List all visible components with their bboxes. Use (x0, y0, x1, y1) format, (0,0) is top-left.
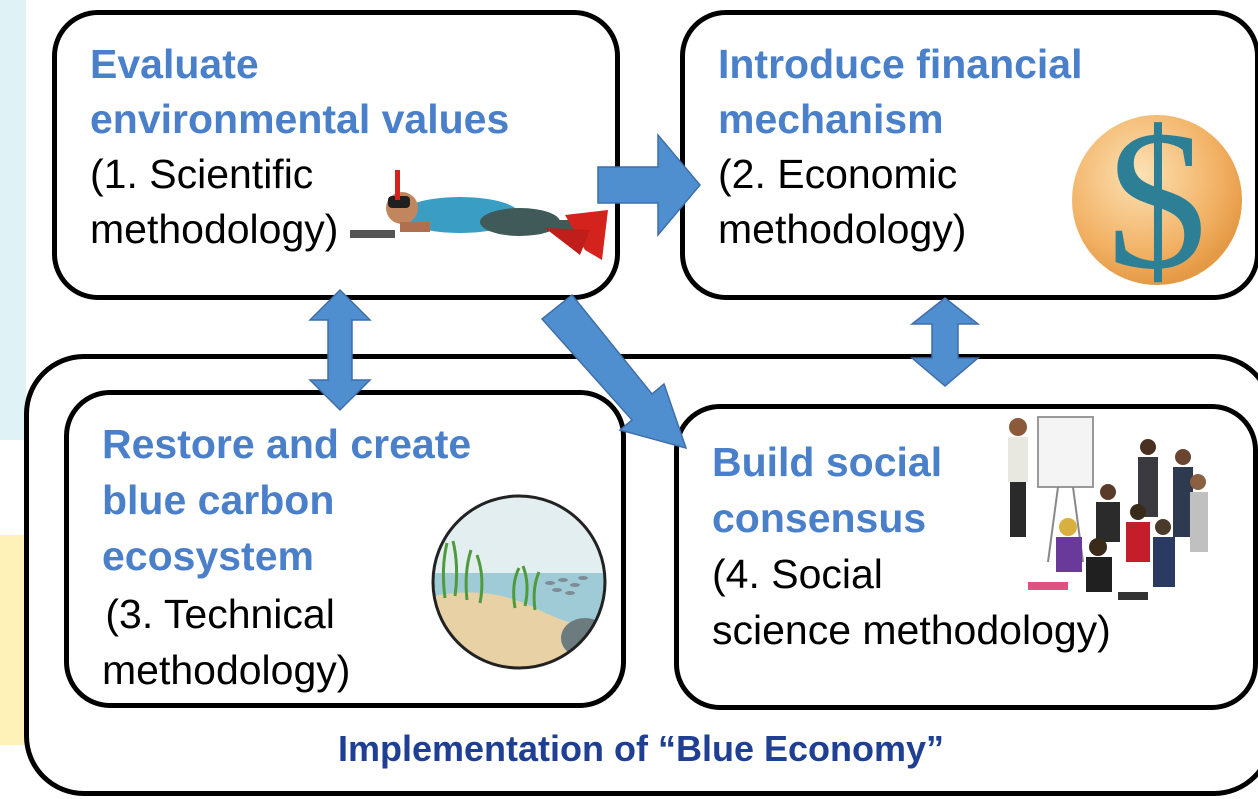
left-edge-yellow-strip (0, 535, 26, 745)
box3-sub-line1: (3. Technical (94, 591, 335, 637)
box3-title-line3: ecosystem (102, 533, 314, 579)
box3-title-line1: Restore and create (102, 421, 472, 467)
blue-economy-label: Implementation of “Blue Economy” (337, 728, 945, 769)
diver-icon (350, 170, 608, 260)
box2-sub-line2: methodology) (718, 206, 967, 252)
arrow-finance-consensus-bidirectional (909, 297, 981, 387)
arrow-evaluate-to-consensus (540, 293, 688, 450)
box4-title-line1: Build social (712, 439, 943, 485)
box1-title-line1: Evaluate (90, 41, 259, 87)
box2-sub-line1: (2. Economic (718, 151, 958, 197)
box3-sub-line2: methodology) (102, 647, 351, 693)
box2-title-line1: Introduce financial (718, 41, 1083, 87)
box3-title-line2: blue carbon (102, 477, 335, 523)
box1-sub-line2: methodology) (90, 206, 339, 252)
box1-sub-line1: (1. Scientific (90, 151, 314, 197)
box2-title-line2: mechanism (718, 96, 944, 142)
arrow-evaluate-to-finance (597, 132, 701, 238)
audience-presentation-icon (1008, 416, 1208, 600)
left-edge-blue-strip (0, 0, 26, 440)
evaluate-values-box (52, 10, 620, 300)
svg-text:$: $ (1107, 95, 1207, 290)
box4-sub-line2: science methodology) (712, 607, 1111, 653)
arrow-evaluate-restore-bidirectional (308, 288, 372, 412)
box1-title-line2: environmental values (90, 96, 510, 142)
seagrass-ecosystem-icon (431, 494, 607, 670)
dollar-coin-icon: $ (1072, 95, 1242, 290)
box4-sub-line1: (4. Social (712, 551, 883, 597)
box4-title-line2: consensus (712, 495, 927, 541)
